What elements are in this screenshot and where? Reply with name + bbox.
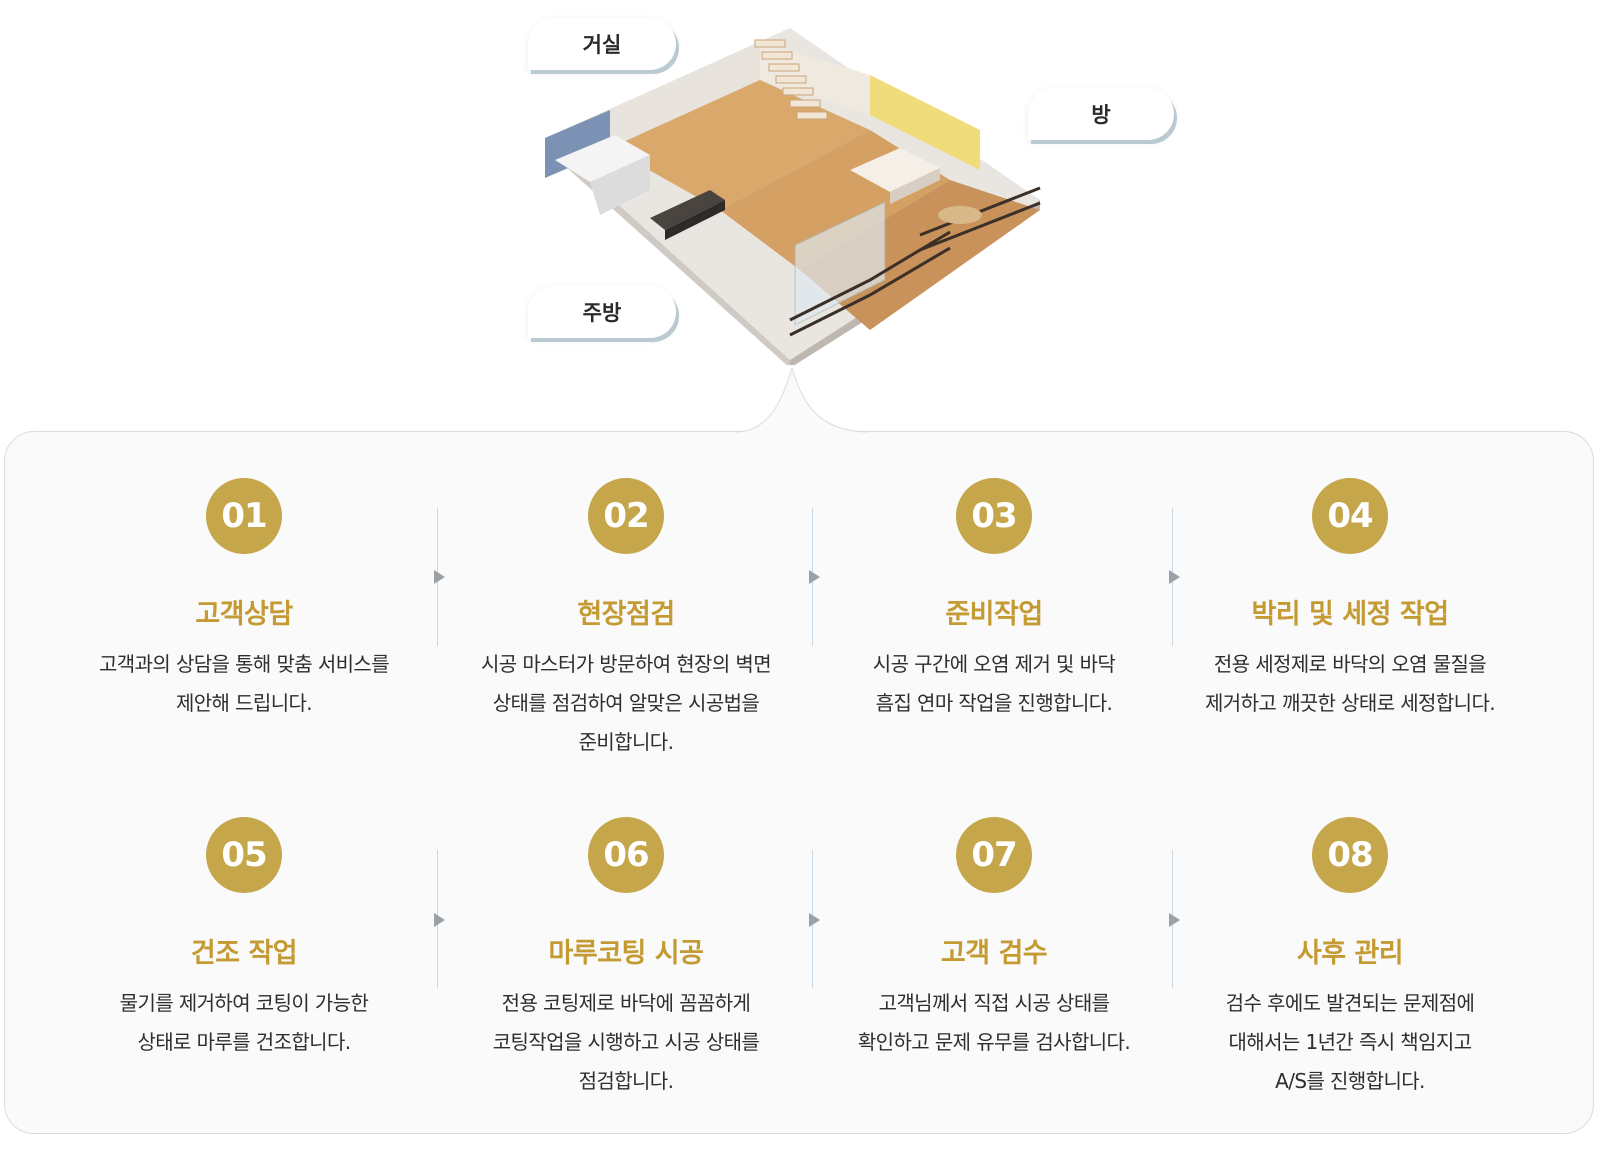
panel-pointer xyxy=(735,368,869,434)
label-kitchen: 주방 xyxy=(528,286,676,338)
step-title: 현장점검 xyxy=(577,599,675,630)
step-title: 박리 및 세정 작업 xyxy=(1251,599,1449,630)
arrow-right-icon xyxy=(434,570,445,584)
step-title: 고객상담 xyxy=(195,599,293,630)
arrow-right-icon xyxy=(1169,913,1180,927)
step-04: 04 박리 및 세정 작업 전용 세정제로 바닥의 오염 물질을 제거하고 깨끗… xyxy=(1185,478,1515,723)
step-07: 07 고객 검수 고객님께서 직접 시공 상태를 확인하고 문제 유무를 검사합… xyxy=(829,817,1159,1062)
step-description: 물기를 제거하여 코팅이 가능한 상태로 마루를 건조합니다. xyxy=(119,991,369,1054)
step-03: 03 준비작업 시공 구간에 오염 제거 및 바닥 흠집 연마 작업을 진행합니… xyxy=(829,478,1159,723)
step-description: 고객님께서 직접 시공 상태를 확인하고 문제 유무를 검사합니다. xyxy=(857,991,1131,1054)
step-description: 전용 코팅제로 바닥에 꼼꼼하게 코팅작업을 시행하고 시공 상태를 점검합니다… xyxy=(492,991,760,1093)
step-01: 01 고객상담 고객과의 상담을 통해 맞춤 서비스를 제안해 드립니다. xyxy=(79,478,409,723)
step-number-badge: 07 xyxy=(956,817,1032,893)
step-description: 검수 후에도 발견되는 문제점에 대해서는 1년간 즉시 책임지고 A/S를 진… xyxy=(1225,991,1475,1093)
step-05: 05 건조 작업 물기를 제거하여 코팅이 가능한 상태로 마루를 건조합니다. xyxy=(79,817,409,1062)
step-number-badge: 03 xyxy=(956,478,1032,554)
step-08: 08 사후 관리 검수 후에도 발견되는 문제점에 대해서는 1년간 즉시 책임… xyxy=(1185,817,1515,1101)
arrow-right-icon xyxy=(434,913,445,927)
step-number-badge: 08 xyxy=(1312,817,1388,893)
step-number-badge: 01 xyxy=(206,478,282,554)
step-number-badge: 04 xyxy=(1312,478,1388,554)
step-title: 마루코팅 시공 xyxy=(548,938,704,969)
step-06: 06 마루코팅 시공 전용 코팅제로 바닥에 꼼꼼하게 코팅작업을 시행하고 시… xyxy=(461,817,791,1101)
step-description: 시공 마스터가 방문하여 현장의 벽면 상태를 점검하여 알맞은 시공법을 준비… xyxy=(480,652,772,754)
house-illustration xyxy=(540,20,1080,365)
step-description: 전용 세정제로 바닥의 오염 물질을 제거하고 깨끗한 상태로 세정합니다. xyxy=(1204,652,1496,715)
step-title: 고객 검수 xyxy=(940,938,1048,969)
step-title: 준비작업 xyxy=(945,599,1043,630)
step-02: 02 현장점검 시공 마스터가 방문하여 현장의 벽면 상태를 점검하여 알맞은… xyxy=(461,478,791,762)
step-title: 사후 관리 xyxy=(1296,938,1404,969)
label-room: 방 xyxy=(1028,88,1174,140)
step-description: 고객과의 상담을 통해 맞춤 서비스를 제안해 드립니다. xyxy=(98,652,390,715)
step-number-badge: 05 xyxy=(206,817,282,893)
step-number-badge: 02 xyxy=(588,478,664,554)
step-title: 건조 작업 xyxy=(190,938,298,969)
arrow-right-icon xyxy=(809,570,820,584)
arrow-right-icon xyxy=(1169,570,1180,584)
step-number-badge: 06 xyxy=(588,817,664,893)
isometric-floorplan-image xyxy=(545,28,1041,365)
arrow-right-icon xyxy=(809,913,820,927)
label-living-room: 거실 xyxy=(528,18,676,70)
step-description: 시공 구간에 오염 제거 및 바닥 흠집 연마 작업을 진행합니다. xyxy=(872,652,1116,715)
